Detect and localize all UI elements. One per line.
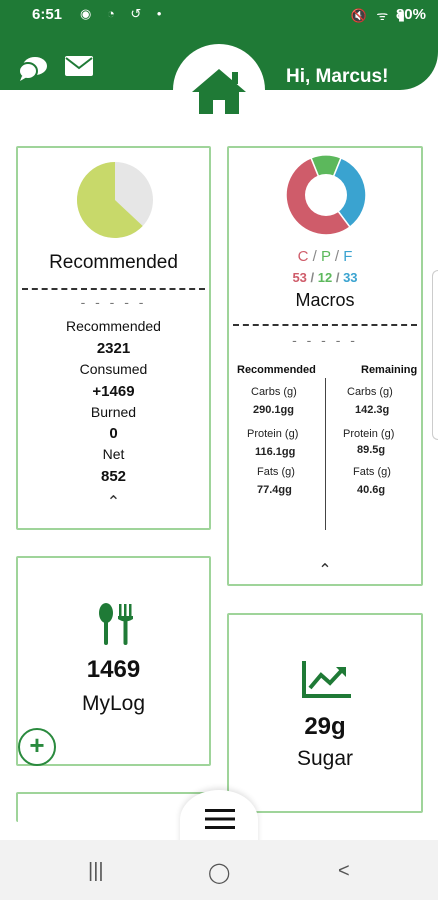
protein-percent: 12 — [317, 270, 333, 285]
system-nav-bar: ||| ◯ < — [0, 840, 438, 900]
calorie-pie-chart — [76, 162, 153, 238]
protein-recommended: 116.1gg — [255, 446, 296, 458]
collapse-chevron-icon[interactable]: ⌃ — [318, 562, 332, 579]
macro-percentages: 53 / 12 / 33 — [229, 270, 421, 285]
sugar-label: Sugar — [296, 747, 354, 770]
short-divider: - - - - - — [292, 332, 358, 348]
macros-title: Macros — [295, 290, 355, 310]
fats-letter: F — [343, 248, 353, 265]
home-nav-button[interactable]: ◯ — [208, 862, 231, 884]
stat-net-label: Net — [102, 446, 125, 462]
protein-label: Protein (g) — [247, 428, 299, 440]
status-right-icons: 🔇 ᯤ ▮ — [350, 8, 408, 23]
carbs-recommended: 290.1gg — [253, 404, 294, 416]
slash: / — [332, 270, 344, 285]
column-divider — [325, 378, 326, 530]
collapse-chevron-icon[interactable]: ⌃ — [106, 494, 121, 511]
stat-consumed-value: +1469 — [92, 383, 135, 400]
fats-remaining: 40.6g — [357, 484, 386, 496]
recommended-column-header: Recommended — [237, 364, 316, 376]
slash: / — [330, 248, 344, 265]
side-drawer-handle[interactable] — [432, 270, 438, 440]
divider — [233, 324, 417, 326]
macros-card[interactable]: C / P / F 53 / 12 / 33 Macros - - - - - … — [227, 146, 423, 586]
battery-level: 80% — [395, 6, 426, 23]
fats-label: Fats (g) — [257, 466, 295, 478]
status-left-icons: ◉ ◔ ↺ • — [80, 6, 168, 21]
hamburger-menu-icon[interactable] — [205, 808, 235, 830]
carbs-label-remaining: Carbs (g) — [347, 386, 393, 398]
stat-burned-label: Burned — [90, 404, 137, 420]
macro-letters: C / P / F — [229, 248, 421, 265]
stat-burned-value: 0 — [109, 425, 118, 442]
status-time: 6:51 — [32, 6, 63, 23]
carbs-percent: 53 — [292, 270, 307, 285]
stat-recommended-label: Recommended — [66, 318, 161, 334]
carbs-letter: C — [297, 248, 309, 265]
divider — [22, 288, 205, 290]
chat-icon[interactable] — [18, 56, 48, 82]
mylog-label: MyLog — [81, 692, 146, 715]
stat-consumed-label: Consumed — [79, 361, 148, 377]
trend-chart-icon — [302, 661, 351, 698]
mail-icon[interactable] — [64, 54, 94, 78]
protein-letter: P — [320, 248, 331, 265]
carbs-remaining: 142.3g — [355, 404, 390, 416]
stat-recommended-value: 2321 — [96, 340, 131, 357]
fats-label-remaining: Fats (g) — [353, 466, 391, 478]
sugar-amount: 29g — [304, 713, 346, 740]
add-food-button[interactable]: + — [18, 728, 56, 766]
carbs-label: Carbs (g) — [251, 386, 297, 398]
slash: / — [306, 270, 318, 285]
fork-knife-icon — [99, 603, 133, 645]
mylog-calories: 1469 — [86, 656, 141, 683]
fats-recommended: 77.4gg — [257, 484, 292, 496]
pie-consumed — [76, 162, 143, 238]
remaining-column-header: Remaining — [361, 364, 418, 376]
stat-net-value: 852 — [100, 468, 127, 485]
partial-card[interactable] — [16, 792, 211, 822]
macros-donut-chart — [285, 154, 367, 236]
recommended-card[interactable]: Recommended - - - - - Recommended 2321 C… — [16, 146, 211, 530]
short-divider: - - - - - — [80, 294, 147, 310]
recommended-title: Recommended — [49, 252, 178, 273]
sugar-card[interactable]: 29g Sugar — [227, 613, 423, 813]
slash: / — [308, 248, 321, 265]
protein-remaining: 89.5g — [357, 444, 386, 456]
recents-button[interactable]: ||| — [88, 860, 104, 882]
greeting: Hi, Marcus! — [286, 66, 389, 87]
home-icon[interactable] — [190, 66, 248, 116]
fats-percent: 33 — [343, 270, 358, 285]
status-bar: 6:51 ◉ ◔ ↺ • 🔇 ᯤ ▮ 80% — [0, 0, 438, 30]
back-button[interactable]: < — [338, 860, 350, 882]
protein-label-remaining: Protein (g) — [343, 428, 395, 440]
